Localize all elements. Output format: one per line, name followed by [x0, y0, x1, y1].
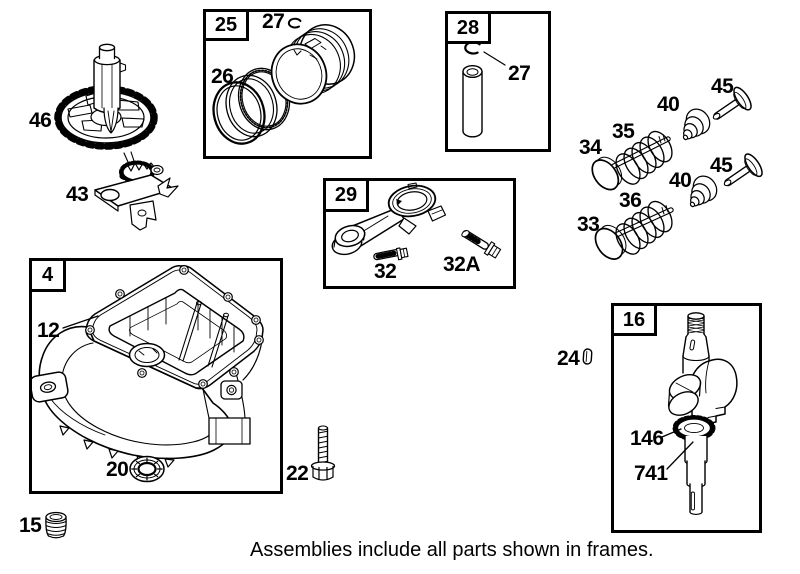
footer-note: Assemblies include all parts shown in fr… [250, 539, 654, 561]
frame-crankshaft-assembly [611, 303, 762, 533]
valve-retainer-icon [689, 175, 718, 208]
governor-gear-icon [94, 151, 179, 231]
connecting-rod-icon [331, 182, 447, 256]
frame-label-16: 16 [611, 303, 657, 336]
frame-label-28: 28 [445, 11, 491, 44]
frame-label-4: 4 [29, 258, 66, 292]
valve-spring-icon [615, 130, 673, 185]
oil-plug-icon [45, 511, 67, 539]
part-label-26: 26 [211, 65, 234, 88]
rod-screw-icon [373, 247, 409, 261]
frame-piston-pin-assembly [445, 11, 551, 152]
valve-retainer-icon [682, 108, 711, 141]
leader-line-27 [483, 51, 506, 66]
tappet-icon [712, 86, 752, 120]
retaining-clip-icon [287, 17, 302, 29]
part-label-33: 33 [577, 213, 600, 236]
part-label-36: 36 [619, 189, 642, 212]
part-label-40b: 40 [669, 169, 692, 192]
piston-icon [270, 24, 356, 105]
part-label-15: 15 [19, 514, 42, 537]
frame-label-29: 29 [323, 178, 369, 212]
leader-line-12 [62, 315, 99, 329]
sump-cavity-icon [108, 288, 245, 376]
part-label-45a: 45 [711, 75, 734, 98]
leader-line-146 [661, 428, 682, 438]
part-label-12: 12 [37, 319, 60, 342]
frame-piston-assembly [203, 9, 372, 159]
part-label-741: 741 [634, 462, 668, 485]
tappet-icon [723, 153, 763, 187]
part-label-45b: 45 [710, 154, 733, 177]
frame-sump-assembly [29, 258, 283, 494]
part-label-27a: 27 [262, 10, 285, 33]
part-label-22: 22 [286, 462, 309, 485]
frame-connecting-rod-assembly [323, 178, 516, 289]
part-label-24: 24 [557, 347, 580, 370]
frame-label-25: 25 [203, 9, 249, 41]
exhaust-valve-icon [594, 205, 674, 260]
part-label-35: 35 [612, 120, 635, 143]
sump-screw-icon [310, 425, 336, 481]
part-label-32: 32 [374, 260, 397, 283]
part-label-43: 43 [66, 183, 89, 206]
sump-gasket-icon [85, 265, 264, 390]
piston-pin-icon [462, 64, 483, 138]
part-label-32A: 32A [443, 253, 481, 276]
leader-line-741 [666, 441, 694, 470]
part-label-146: 146 [630, 427, 664, 450]
crankshaft-icon [667, 312, 738, 515]
valve-spring-icon [615, 200, 673, 255]
part-label-27b: 27 [508, 62, 531, 85]
part-label-46: 46 [29, 109, 52, 132]
part-label-34: 34 [579, 136, 602, 159]
sump-icon [29, 325, 263, 468]
camshaft-icon [54, 43, 158, 150]
rod-bolt-icon [461, 230, 502, 259]
oil-seal-icon [129, 455, 165, 483]
woodruff-key-icon [582, 348, 593, 365]
part-label-20: 20 [106, 458, 129, 481]
part-label-40a: 40 [657, 93, 680, 116]
